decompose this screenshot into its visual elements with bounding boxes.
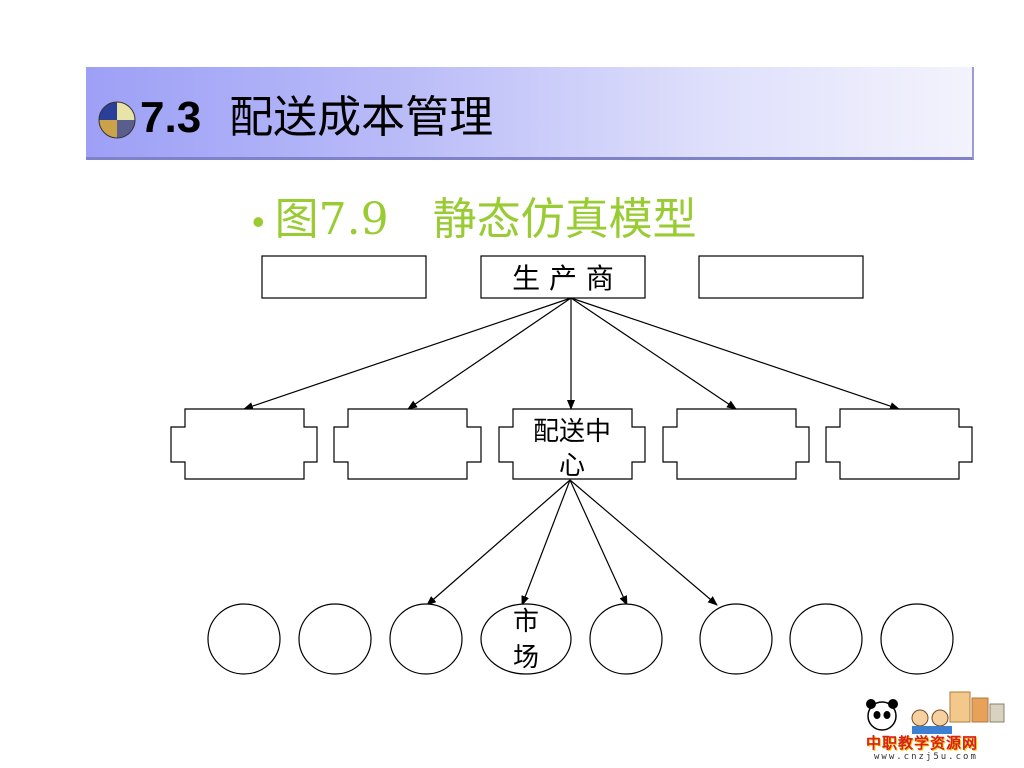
market-circle-5 (589, 603, 663, 675)
market-circle-6 (699, 603, 773, 675)
globe-icon (98, 101, 136, 139)
market-circle-1 (207, 603, 281, 675)
arrow-center-to-market5 (569, 479, 628, 606)
market-circle-3 (389, 603, 463, 675)
center-label-line2: 心 (559, 451, 585, 481)
market-label-line2: 场 (513, 643, 539, 673)
arrow-producer-to-dc1 (243, 297, 572, 410)
dc-box-1 (170, 408, 318, 480)
producer-label: 生 产 商 (512, 262, 614, 295)
arrow-producer-to-dc2 (407, 297, 572, 410)
bullet-dot-icon: • (252, 201, 265, 242)
site-logo: 中职教学资源网 www.cnzj5u.com (860, 688, 1022, 766)
arrow-center-to-market4 (521, 479, 571, 606)
panda-logo-icon (866, 691, 1005, 734)
producer-arrows (243, 297, 900, 410)
figure-caption: 图7.9 静态仿真模型 (274, 194, 697, 245)
market-label-line1: 市 (513, 607, 539, 637)
center-arrows (426, 479, 718, 606)
section-title: 配送成本管理 (229, 92, 494, 143)
right-top-box (698, 255, 864, 299)
market-circle-8 (880, 603, 954, 675)
title-bar (86, 67, 974, 160)
market-circle-4 (480, 603, 572, 675)
left-top-box (261, 255, 427, 299)
market-circle-2 (298, 603, 372, 675)
market-circle-7 (789, 603, 863, 675)
arrow-center-to-market6 (569, 479, 718, 606)
center-label-line1: 配送中 (533, 417, 611, 447)
dc-box-2 (333, 408, 482, 480)
arrow-center-to-market3 (426, 479, 571, 606)
producer-box (480, 255, 646, 299)
logo-url-text: www.cnzj5u.com (874, 752, 978, 762)
arrow-producer-to-dc5 (570, 297, 900, 410)
dc-box-5 (825, 408, 973, 480)
page-title: 7.3 配送成本管理 (140, 88, 493, 148)
dc-box-4 (662, 408, 810, 480)
logo-main-text: 中职教学资源网 (866, 734, 979, 752)
arrow-producer-to-dc4 (570, 297, 737, 410)
dc-box-center (498, 408, 646, 480)
bullet-item: •图7.9 静态仿真模型 (252, 192, 697, 248)
section-number: 7.3 (140, 93, 202, 142)
